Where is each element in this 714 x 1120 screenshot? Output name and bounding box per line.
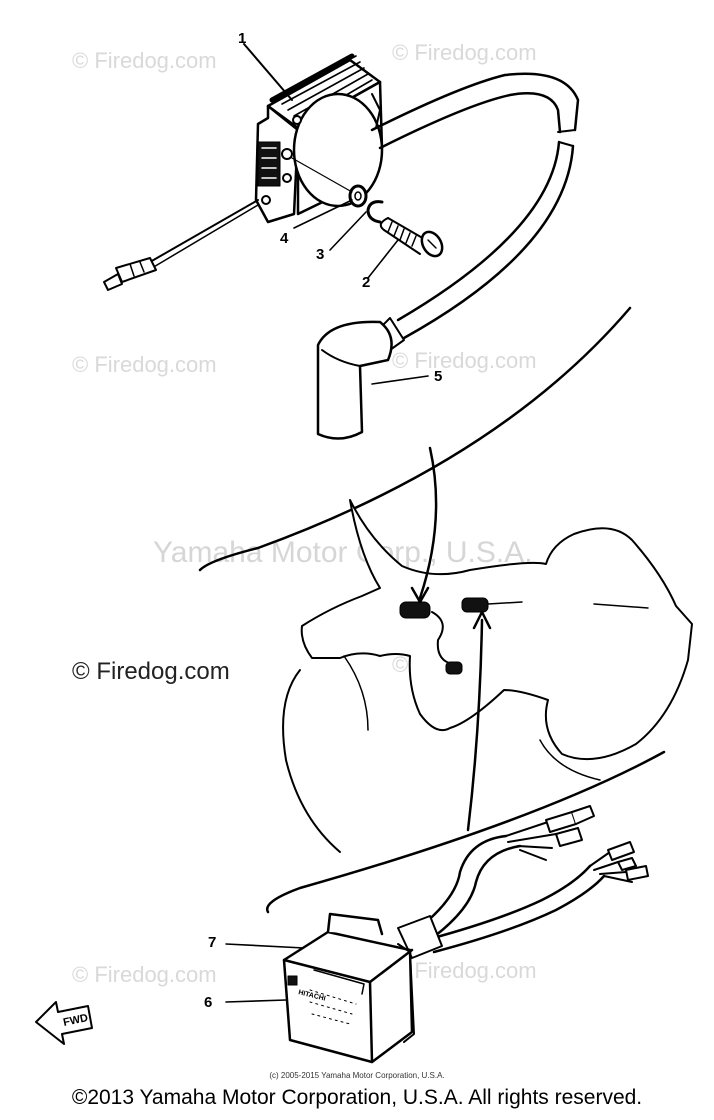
watermark-firedog: © Firedog.com	[392, 958, 537, 983]
motorcycle-outline	[282, 499, 693, 853]
screw	[379, 217, 444, 258]
callout-2: 2	[362, 274, 371, 291]
fwd-label: FWD	[62, 1012, 89, 1029]
watermark-firedog: © Firedog.com	[72, 658, 230, 685]
fwd-arrow-icon	[35, 1001, 93, 1045]
callout-4: 4	[280, 230, 289, 247]
cdi-unit	[282, 805, 649, 1064]
watermark-firedog: © Firedog.com	[72, 48, 217, 73]
spark-plug-cap	[316, 317, 405, 440]
footer-copyright: ©2013 Yamaha Motor Corporation, U.S.A. A…	[71, 1086, 643, 1109]
callout-5: 5	[434, 368, 443, 385]
watermark-yamaha: Yamaha Motor Corp., U.S.A.	[153, 536, 533, 569]
watermark-firedog: © Firedog.com	[392, 40, 537, 65]
ignition-coil	[254, 53, 384, 224]
small-copyright: (c) 2005-2015 Yamaha Motor Corporation, …	[269, 1071, 445, 1080]
watermark-firedog: © Firedog.com	[72, 962, 217, 987]
high-tension-cord	[370, 72, 580, 340]
callout-1: 1	[238, 30, 247, 47]
plain-washer	[348, 184, 368, 208]
spring-washer	[366, 200, 384, 224]
watermark-firedog: © Firedog.com	[72, 352, 217, 377]
callout-3: 3	[316, 246, 325, 263]
callout-6: 6	[204, 994, 213, 1011]
callout-7: 7	[208, 934, 217, 951]
watermark-firedog: © Firedog.com	[392, 348, 537, 373]
